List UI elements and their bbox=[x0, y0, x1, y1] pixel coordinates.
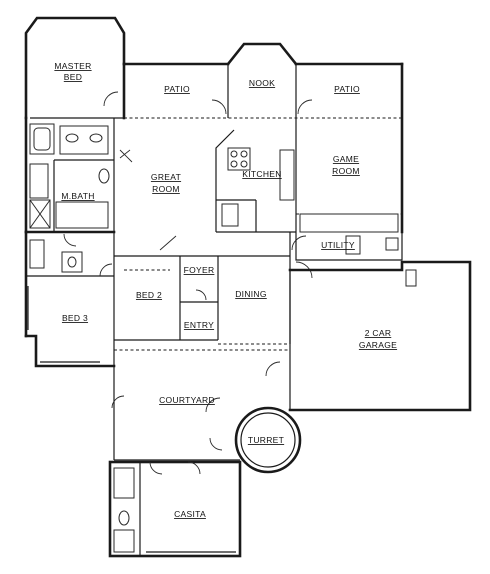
label-m-bath: M.BATH bbox=[61, 191, 94, 201]
label-courtyard: COURTYARD bbox=[159, 395, 215, 405]
label-great-room-2: ROOM bbox=[152, 184, 180, 194]
room-labels: MASTER BED PATIO NOOK PATIO GREAT ROOM K… bbox=[54, 61, 397, 519]
label-bed-3: BED 3 bbox=[62, 313, 88, 323]
label-master-bed-2: BED bbox=[64, 72, 82, 82]
label-master-bed-1: MASTER bbox=[54, 61, 91, 71]
courtyard-walls bbox=[111, 349, 290, 461]
bedroom-wing-walls bbox=[24, 230, 181, 368]
label-casita: CASITA bbox=[174, 509, 206, 519]
label-garage-2: GARAGE bbox=[359, 340, 397, 350]
great-room-kitchen-walls bbox=[215, 118, 402, 233]
label-turret: TURRET bbox=[248, 435, 284, 445]
patio-nook-walls bbox=[122, 42, 404, 119]
label-great-room-1: GREAT bbox=[151, 172, 181, 182]
label-patio-right: PATIO bbox=[334, 84, 360, 94]
utility-walls bbox=[295, 232, 403, 279]
label-dining: DINING bbox=[235, 289, 267, 299]
label-foyer: FOYER bbox=[184, 265, 215, 275]
label-bed-2: BED 2 bbox=[136, 290, 162, 300]
label-utility: UTILITY bbox=[321, 240, 355, 250]
label-garage-1: 2 CAR bbox=[365, 328, 392, 338]
label-game-room-2: ROOM bbox=[332, 166, 360, 176]
label-kitchen: KITCHEN bbox=[242, 169, 281, 179]
label-game-room-1: GAME bbox=[333, 154, 359, 164]
label-nook: NOOK bbox=[249, 78, 275, 88]
master-bed-walls bbox=[24, 16, 126, 120]
casita-walls bbox=[108, 460, 242, 558]
foyer-dining-walls bbox=[180, 232, 307, 345]
turret-walls bbox=[234, 406, 302, 474]
main-exterior-walls bbox=[24, 62, 404, 234]
garage-walls bbox=[288, 260, 472, 412]
master-bath-fixtures bbox=[29, 123, 133, 232]
label-patio-left: PATIO bbox=[164, 84, 190, 94]
label-entry: ENTRY bbox=[184, 320, 214, 330]
